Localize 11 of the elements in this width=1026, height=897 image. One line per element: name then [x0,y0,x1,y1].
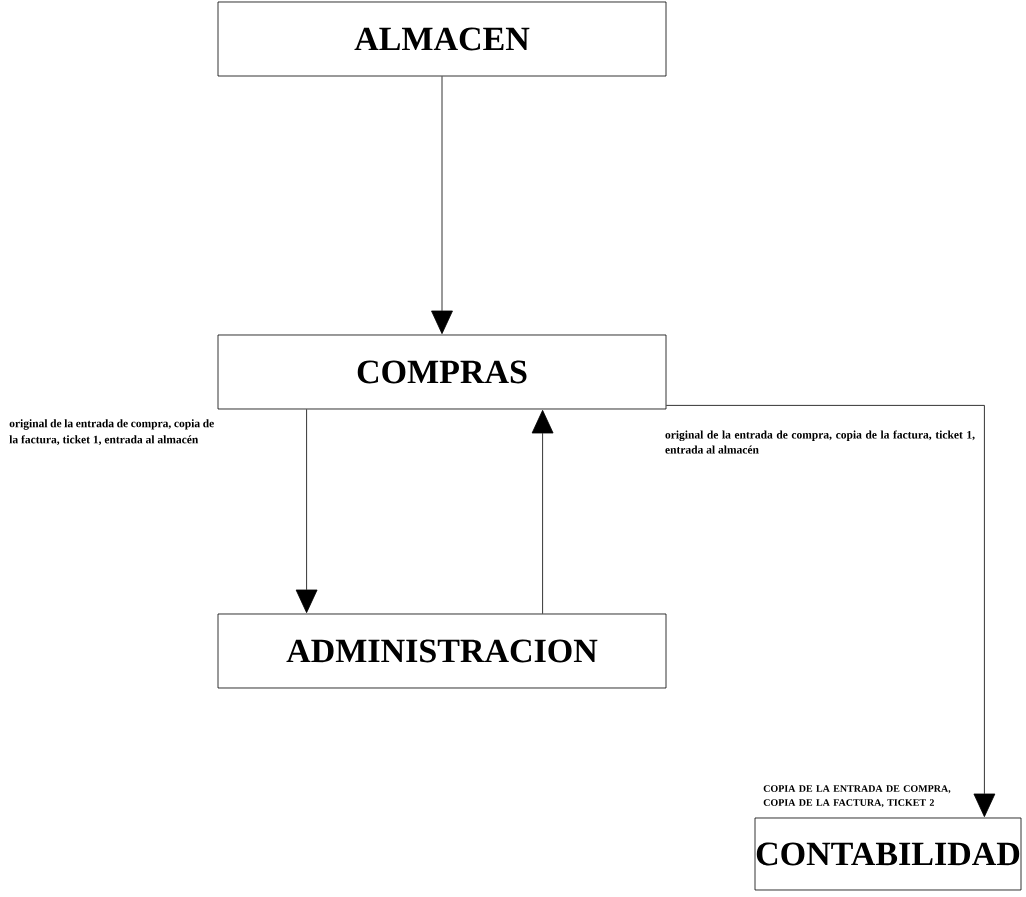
arrow [531,409,554,614]
process-box: CONTABILIDAD [754,817,1022,891]
arrow [431,76,453,335]
process-box: ALMACEN [217,1,667,77]
note-text: original de la entrada de compra, copia de la factura, ticket 1, entrada al almacén [9,419,214,446]
process-box: COMPRAS [217,334,667,410]
arrow [295,409,318,614]
note-text: COPIA DE LA ENTRADA DE COMPRA, COPIA DE LA FACTURA, TICKET 2 [763,785,951,808]
arrow [666,405,996,818]
edge-label: original de la entrada de compra, copia de la factura, ticket 1, entrada al almacén [664,429,976,455]
process-box: ADMINISTRACION [217,613,667,689]
